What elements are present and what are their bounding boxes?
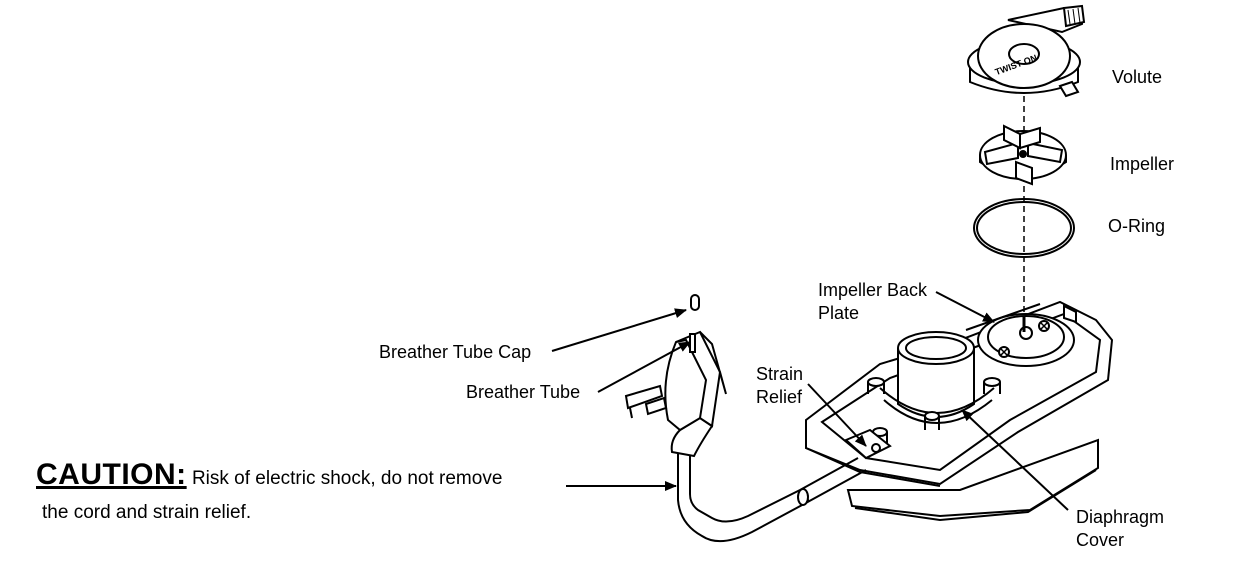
leader-breather-tube-cap xyxy=(551,308,687,352)
caution-line2: the cord and strain relief. xyxy=(42,502,252,523)
o-ring-part xyxy=(973,198,1075,258)
leader-lines xyxy=(551,291,1069,511)
breather-tube-cap-part xyxy=(690,294,700,311)
label-diaphragm-cover-line1: Diaphragm xyxy=(1076,507,1165,527)
caution-notice: CAUTION: Risk of electric shock, do not … xyxy=(36,460,503,524)
caution-line1: Risk of electric shock, do not remove xyxy=(191,468,503,489)
label-strain-relief-line1: Strain xyxy=(756,364,804,384)
label-volute: Volute xyxy=(1112,67,1163,87)
label-strain-relief-line2: Relief xyxy=(756,387,803,407)
label-impeller-back-plate-line1: Impeller Back xyxy=(818,280,928,300)
caution-heading: CAUTION: xyxy=(36,458,187,491)
label-breather-tube: Breather Tube xyxy=(466,382,581,402)
label-impeller-back-plate-line2: Plate xyxy=(818,303,860,323)
pump-body xyxy=(805,300,1114,522)
label-breather-tube-cap: Breather Tube Cap xyxy=(379,342,532,362)
power-cord xyxy=(677,448,867,543)
label-diaphragm-cover-line2: Cover xyxy=(1076,530,1125,550)
volute-part: TWIST ON xyxy=(967,4,1086,98)
leader-breather-tube xyxy=(597,341,691,393)
leader-impeller-back-plate xyxy=(935,291,995,323)
leader-diaphragm-cover xyxy=(961,409,1069,511)
label-o-ring: O-Ring xyxy=(1108,216,1166,236)
impeller-part xyxy=(979,124,1067,186)
leader-strain-relief xyxy=(807,383,867,447)
power-plug xyxy=(624,330,727,458)
label-impeller: Impeller xyxy=(1110,154,1175,174)
